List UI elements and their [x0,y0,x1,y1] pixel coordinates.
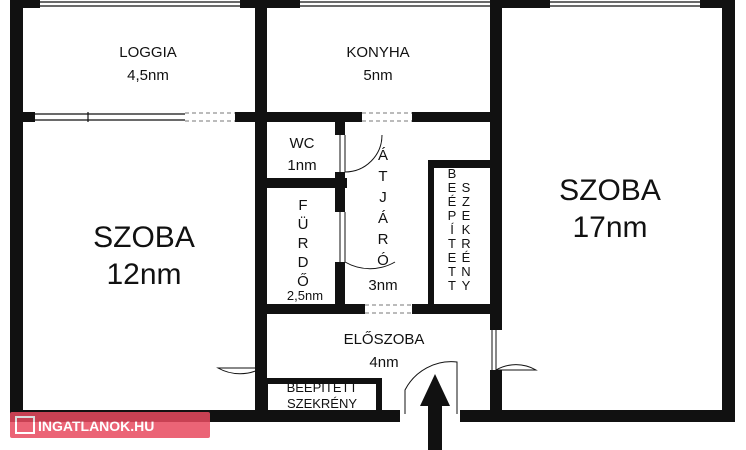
watermark: INGATLANOK.HU [10,412,210,438]
furdo-letter: F [298,197,307,214]
cabinet-col1-letter: E [448,180,457,195]
cabinet-col2-letter: É [462,250,471,265]
atjaro-area: 3nm [368,277,397,294]
szoba-left-name: SZOBA [93,221,195,254]
door-swings [216,134,538,414]
cabinet-col1-letter: E [448,250,457,265]
cabinet-bottom-line2: SZEKRÉNY [287,396,357,411]
loggia-name: LOGGIA [119,44,177,61]
cabinet-col1-letter: P [448,208,457,223]
wc-name: WC [290,135,315,152]
furdo-letter: R [298,235,309,252]
furdo-letter: Ü [298,215,309,233]
konyha-area: 5nm [363,67,392,84]
cabinet-vertical-col2: SZEKRÉNY [461,180,470,293]
watermark-text: INGATLANOK.HU [38,418,154,434]
furdo-area: 2,5nm [287,288,323,303]
furdo-letter: D [298,254,309,271]
watermark-logo-icon [15,416,35,434]
windows [35,1,700,122]
cabinet-col1-letter: Í [450,222,454,237]
eloszoba-name: ELŐSZOBA [344,331,425,348]
cabinet-col2-letter: Z [462,194,470,209]
cabinet-col1-letter: T [448,264,456,279]
cabinet-col2-letter: S [462,180,471,195]
cabinet-col2-letter: R [461,236,470,251]
atjaro-letter: T [378,168,387,185]
szoba-right-name: SZOBA [559,174,661,207]
konyha-name: KONYHA [346,44,409,61]
cabinet-col1-letter: É [448,194,457,209]
cabinet-col2-letter: N [461,264,470,279]
openings [185,112,412,314]
atjaro-letter: Ó [377,252,389,269]
cabinet-col1-letter: T [448,236,456,251]
atjaro-letter: R [378,231,389,248]
wc-area: 1nm [287,157,316,174]
cabinet-col1-letter: B [448,166,457,181]
szoba-right-area: 17nm [572,211,647,244]
atjaro-letter: J [379,189,387,206]
cabinet-vertical-col1: BEÉPÍTETT [448,166,457,293]
cabinet-col1-letter: T [448,278,456,293]
furdo-letter: Ő [297,273,309,290]
szoba-left-area: 12nm [106,258,181,291]
cabinet-col2-letter: E [462,208,471,223]
cabinet-bottom-line1: BEÉPÍTETT [287,380,358,395]
loggia-area: 4,5nm [127,67,169,84]
atjaro-letter: Á [378,210,388,227]
cabinet-col2-letter: Y [462,278,471,293]
eloszoba-area: 4nm [369,354,398,371]
atjaro-letter: Á [378,147,388,164]
cabinet-col2-letter: K [462,222,471,237]
entrance-arrow-icon [420,374,450,450]
